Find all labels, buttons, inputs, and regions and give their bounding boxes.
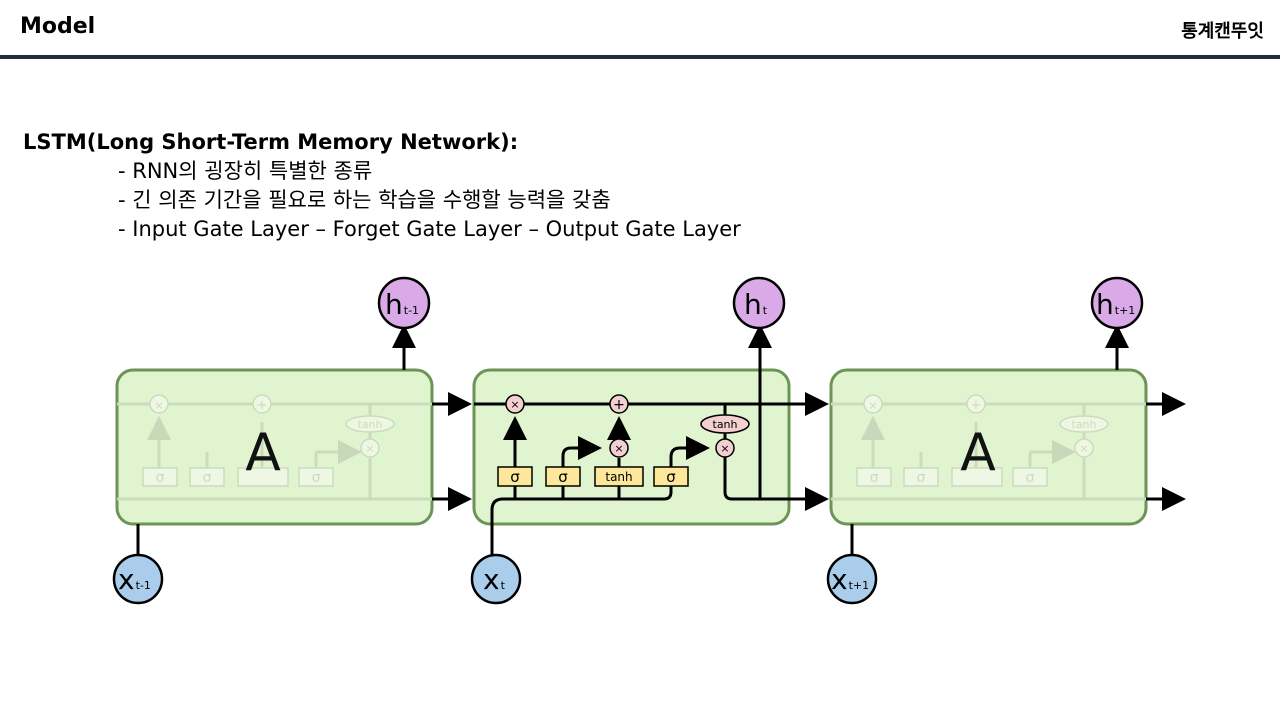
gate-boxes — [497, 466, 689, 487]
svg-text:×: × — [868, 399, 877, 412]
module-internal-faded — [831, 402, 1146, 501]
svg-text:σ: σ — [156, 470, 165, 486]
input-node-x-t+1 — [826, 553, 878, 605]
input-nodes — [112, 553, 878, 605]
svg-text:+: + — [257, 398, 268, 413]
module-gates-faded — [856, 394, 1109, 487]
output-nodes — [377, 276, 1144, 330]
input-gate-box — [545, 466, 581, 487]
svg-text:ht+1: ht+1 — [1096, 288, 1135, 321]
input-node-labels: xt-1 xt xt+1 — [118, 563, 869, 596]
input-node-x-t — [470, 553, 522, 605]
svg-text:σ: σ — [1026, 470, 1035, 486]
svg-text:×: × — [154, 399, 163, 412]
svg-text:×: × — [510, 398, 519, 411]
lstm-module-left: σ σ σ × + × tanh A — [115, 368, 434, 526]
svg-text:σ: σ — [917, 470, 926, 486]
gate-label: tanh — [605, 470, 632, 484]
header-divider — [0, 55, 1280, 59]
output-node-labels: ht-1 ht ht+1 — [385, 288, 1135, 321]
svg-text:+: + — [971, 398, 982, 413]
svg-text:tanh: tanh — [1072, 418, 1097, 431]
svg-text:+: + — [613, 397, 625, 413]
gate-labels: σ σ tanh σ — [510, 468, 676, 486]
svg-text:σ: σ — [312, 470, 321, 486]
inter-module-arrows — [136, 324, 1186, 556]
output-node-h-t-1 — [377, 276, 431, 330]
forget-gate-box — [497, 466, 533, 487]
output-gate-box — [653, 466, 689, 487]
svg-text:σ: σ — [203, 470, 212, 486]
svg-text:×: × — [1079, 442, 1088, 455]
module-gate-labels-faded: σ σ σ × + × tanh — [868, 398, 1096, 486]
svg-text:xt-1: xt-1 — [118, 563, 151, 596]
section-heading: LSTM(Long Short-Term Memory Network): — [23, 130, 519, 154]
tanh-gate-box — [594, 466, 644, 487]
bullet-list: - RNN의 굉장히 특별한 종류 - 긴 의존 기간을 필요로 하는 학습을 … — [118, 157, 741, 244]
bullet-item: - RNN의 굉장히 특별한 종류 — [118, 159, 373, 183]
gate-label: σ — [558, 468, 568, 486]
svg-text:σ: σ — [870, 470, 879, 486]
svg-text:ht: ht — [744, 288, 768, 321]
pointwise-op-labels: × + × × tanh — [510, 397, 737, 455]
pointwise-ops — [505, 394, 750, 458]
svg-text:ht-1: ht-1 — [385, 288, 419, 321]
lstm-diagram: σ σ σ × + × tanh A — [112, 276, 1186, 605]
lstm-module-center: σ σ tanh σ × + × × tanh — [472, 324, 791, 556]
brand-name: 통계캔뚜잇 — [1181, 21, 1264, 42]
svg-text:xt: xt — [483, 563, 506, 596]
module-label-a: A — [245, 423, 281, 483]
svg-text:×: × — [365, 442, 374, 455]
output-node-h-t+1 — [1090, 276, 1144, 330]
gate-label: σ — [666, 468, 676, 486]
svg-text:tanh: tanh — [713, 418, 738, 431]
svg-text:tanh: tanh — [358, 418, 383, 431]
input-node-x-t-1 — [112, 553, 164, 605]
svg-text:xt+1: xt+1 — [831, 563, 869, 596]
module-gates-faded — [142, 394, 395, 487]
bullet-item: - Input Gate Layer – Forget Gate Layer –… — [118, 217, 741, 241]
module-gate-labels-faded: σ σ σ × + × tanh — [154, 398, 382, 486]
page-title: Model — [20, 14, 96, 39]
output-node-h-t — [732, 276, 786, 330]
bullet-item: - 긴 의존 기간을 필요로 하는 학습을 수행할 능력을 갖춤 — [118, 188, 611, 212]
module-internal-faded — [117, 402, 432, 501]
svg-text:×: × — [614, 442, 623, 455]
gate-label: σ — [510, 468, 520, 486]
module-box — [472, 368, 791, 526]
lstm-module-right: σ σ σ × + × tanh A — [829, 368, 1148, 526]
module-label-a: A — [960, 423, 996, 483]
svg-text:×: × — [720, 442, 729, 455]
module-internal-lines — [474, 324, 789, 556]
